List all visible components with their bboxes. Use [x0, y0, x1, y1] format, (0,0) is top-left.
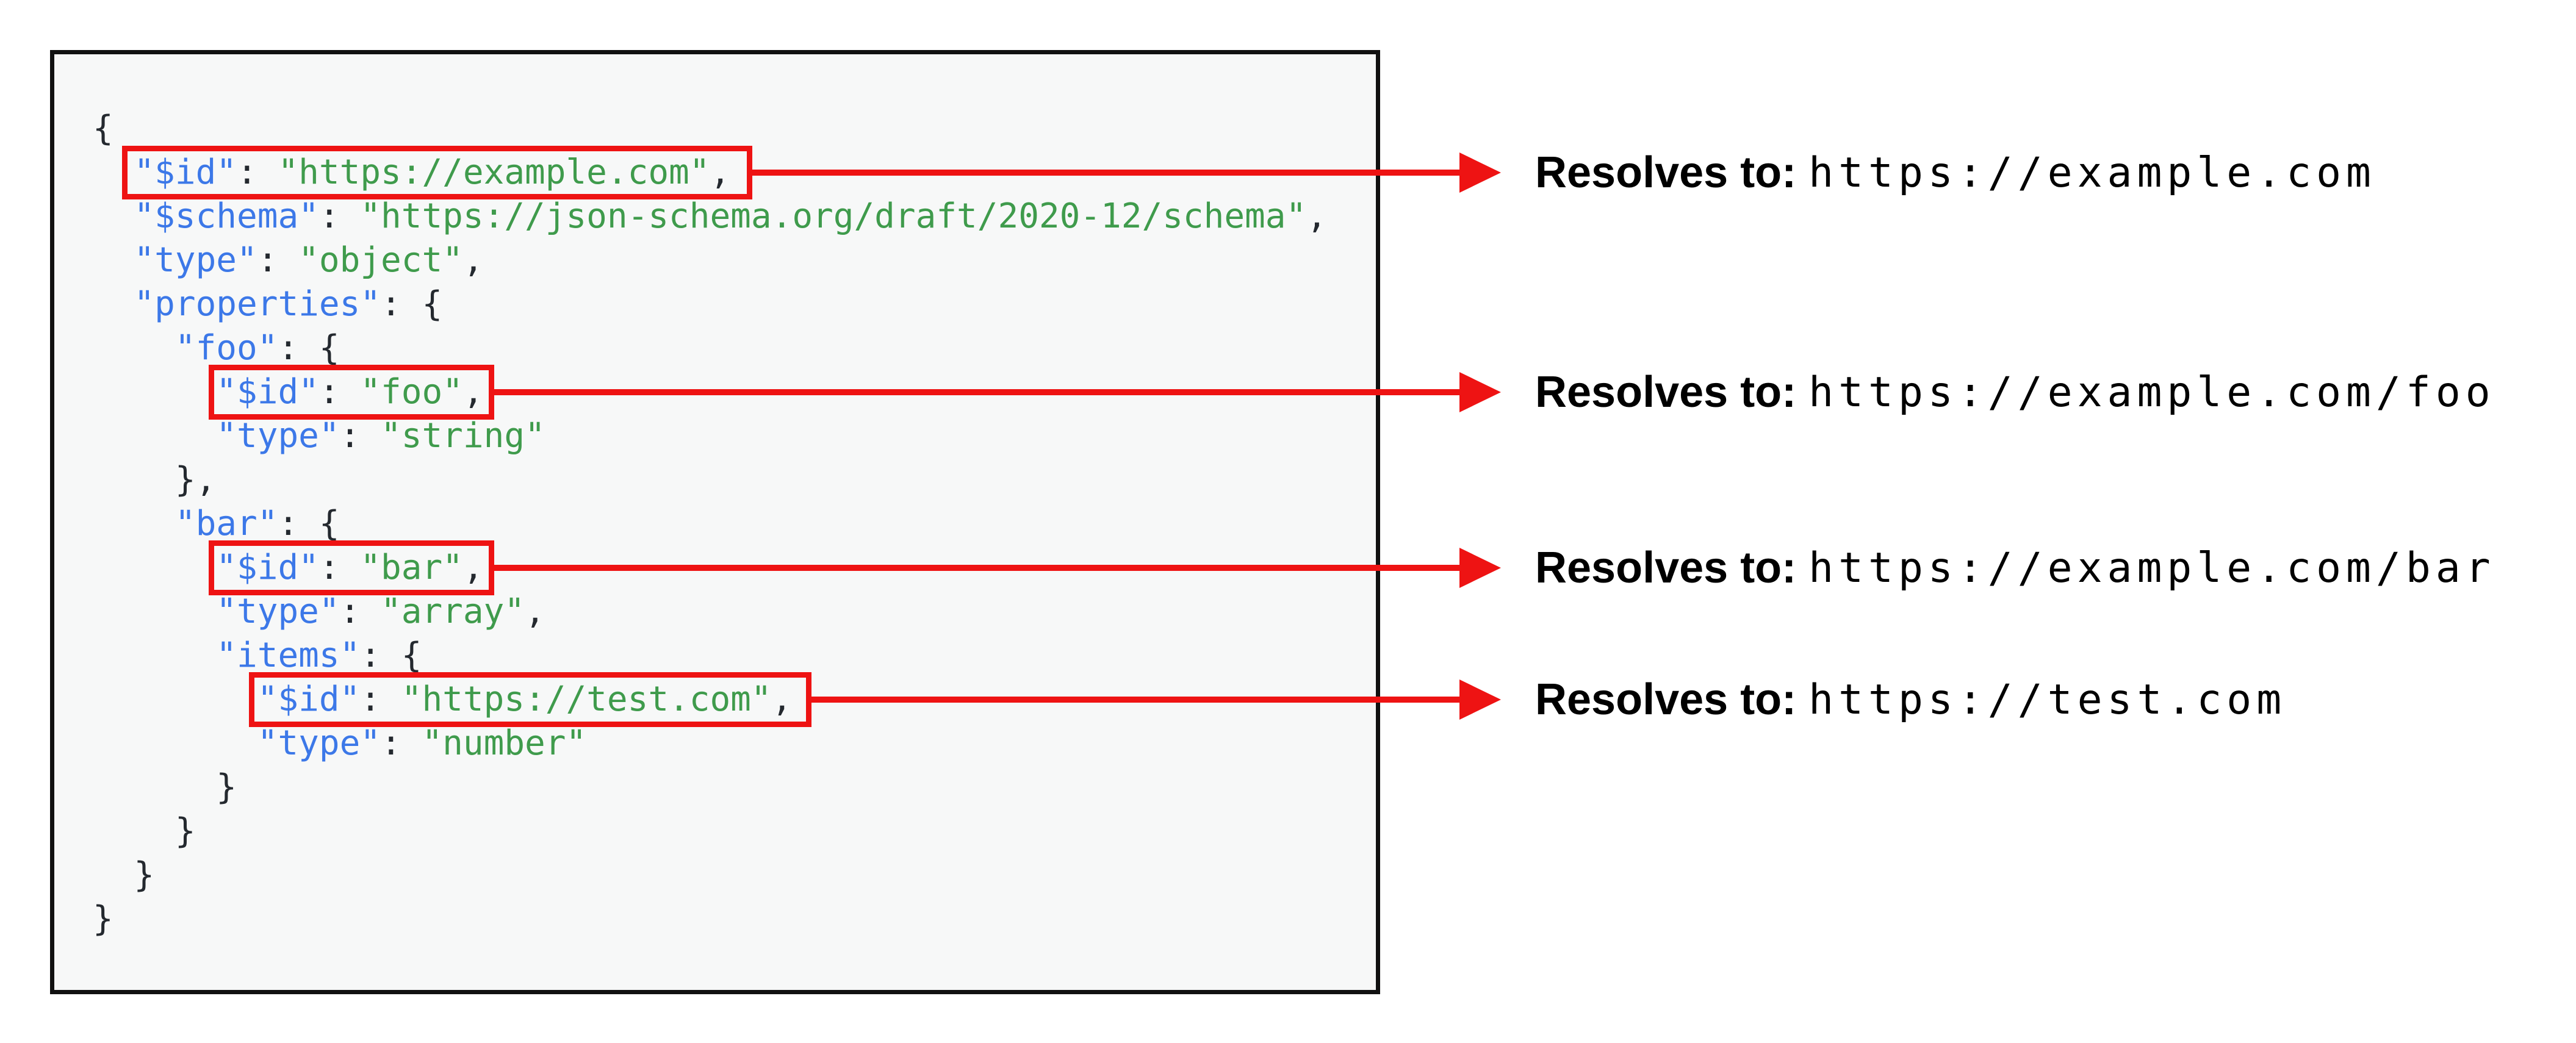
resolves-label: Resolves to: [1535, 543, 1797, 592]
highlight-box-root-id [122, 146, 752, 199]
resolved-url: https://example.com/foo [1808, 368, 2495, 417]
code-line: { [93, 109, 113, 148]
code-line: "foo": { [174, 328, 340, 368]
arrowhead-icon-root [1459, 152, 1501, 193]
code-line: "$schema": "https://json-schema.org/draf… [134, 196, 1327, 236]
code-line: "items": { [216, 636, 422, 675]
code-line: "$id": "https://example.com", [134, 152, 731, 192]
highlight-box-items-id [249, 672, 811, 727]
arrow-shaft-items [811, 697, 1460, 703]
annotation-items: Resolves to: https://test.com [1535, 672, 2286, 727]
code-line: "properties": { [134, 284, 443, 324]
arrowhead-icon-items [1459, 679, 1501, 720]
resolves-label: Resolves to: [1535, 675, 1797, 724]
code-line: "type": "array", [216, 592, 545, 631]
code-line: } [93, 811, 196, 851]
code-line: "$id": "bar", [216, 548, 484, 587]
code-line: "$id": "foo", [216, 372, 484, 412]
highlight-box-bar-id [209, 540, 494, 595]
arrowhead-icon-bar [1459, 548, 1501, 588]
code-line: "type": "number" [257, 723, 587, 763]
annotation-foo: Resolves to: https://example.com/foo [1535, 365, 2495, 420]
json-code: { "$id": "https://example.com", "$schema… [93, 107, 1327, 941]
code-line: "type": "object", [134, 240, 484, 280]
arrow-shaft-foo [494, 389, 1460, 395]
code-line: } [93, 767, 237, 807]
code-line: "$id": "https://test.com", [257, 679, 793, 719]
arrowhead-icon-foo [1459, 372, 1501, 412]
highlight-box-foo-id [209, 365, 494, 420]
code-line: "type": "string" [216, 416, 545, 456]
resolves-label: Resolves to: [1535, 148, 1797, 197]
arrow-shaft-bar [494, 565, 1460, 571]
annotation-bar: Resolves to: https://example.com/bar [1535, 540, 2495, 595]
code-line: "bar": { [174, 504, 340, 543]
resolved-url: https://test.com [1808, 675, 2287, 724]
arrow-shaft-root [752, 170, 1460, 176]
code-line: } [93, 899, 113, 939]
resolves-label: Resolves to: [1535, 368, 1797, 417]
code-line: } [93, 855, 155, 895]
resolved-url: https://example.com [1808, 148, 2376, 197]
resolved-url: https://example.com/bar [1808, 543, 2495, 592]
annotation-root: Resolves to: https://example.com [1535, 145, 2376, 200]
code-line: }, [93, 460, 217, 500]
code-panel: { "$id": "https://example.com", "$schema… [50, 50, 1380, 994]
